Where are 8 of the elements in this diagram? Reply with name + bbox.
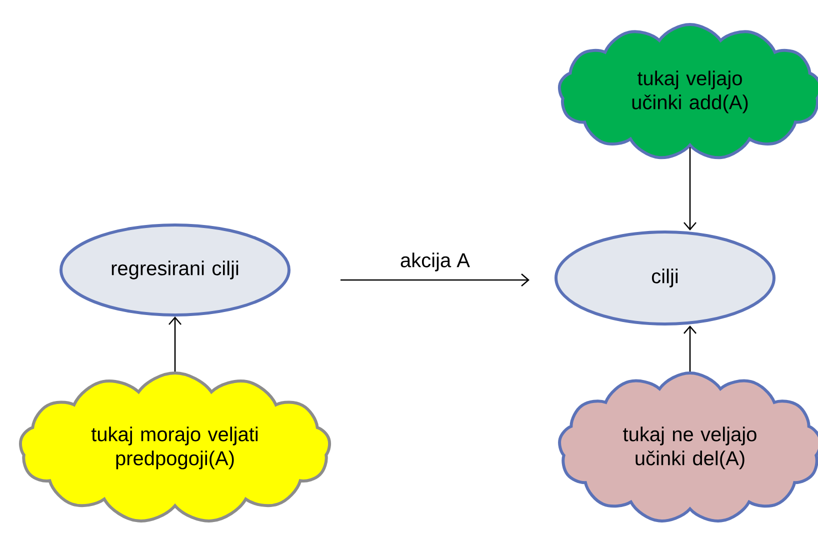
edge-label: akcija A [399,252,472,272]
arrow [168,316,182,372]
condition-cloud: tukaj morajo veljati predpogoji(A) [19,372,332,522]
arrow [340,274,530,286]
arrow [684,147,696,230]
condition-cloud: tukaj ne veljajo učinki del(A) [558,372,818,522]
condition-cloud: tukaj veljajo učinki add(A) [558,23,818,160]
arrow [684,325,696,372]
